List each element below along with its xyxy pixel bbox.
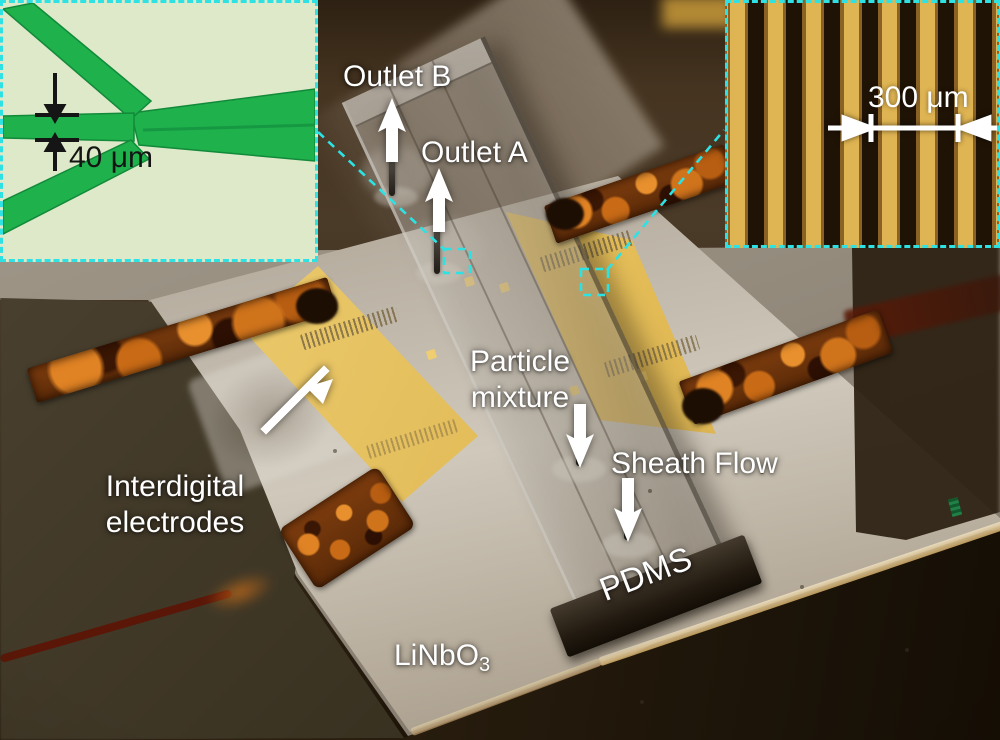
main-channel — [130, 88, 315, 162]
zoom-region-box-electrodes — [579, 267, 610, 297]
inset-connector-line-right — [606, 129, 725, 271]
scale-arrowhead-right — [841, 114, 879, 142]
scale-arrowhead-left — [954, 114, 992, 142]
label-particle-mixture-line2: mixture — [470, 381, 570, 414]
label-linbo3-base: LiNbO — [394, 639, 480, 672]
sheath-flow-arrow — [614, 478, 642, 542]
inset-idt-fingers: 300 μm — [725, 0, 1000, 248]
label-interdigital-electrodes: Interdigital electrodes — [78, 469, 272, 541]
label-outlet-a: Outlet A — [421, 136, 528, 169]
label-linbo3: LiNbO3 — [394, 638, 490, 683]
outlet-b-arrow — [378, 98, 406, 162]
top-inlet-branch — [3, 3, 153, 120]
flow-interface-line — [142, 123, 315, 132]
bottom-inlet-branch — [3, 139, 151, 235]
label-interdigital-line2: electrodes — [105, 506, 245, 539]
label-sheath-flow: Sheath Flow — [611, 447, 778, 480]
channel-junction-drawing — [3, 3, 315, 235]
inset-channel-junction: 40 μm — [0, 0, 318, 262]
label-outlet-b: Outlet B — [343, 60, 452, 93]
idt-scale-drawing — [828, 114, 997, 142]
outlet-a-arrow — [425, 168, 453, 232]
label-particle-mixture-line1: Particle — [469, 345, 571, 378]
zoom-region-box-channel — [442, 247, 472, 275]
middle-inlet-branch — [3, 112, 135, 142]
scale-label-40um: 40 μm — [69, 141, 153, 174]
label-interdigital-line1: Interdigital — [105, 470, 245, 503]
label-particle-mixture: Particle mixture — [452, 344, 588, 416]
scale-label-300um: 300 μm — [868, 81, 969, 114]
background-gold-blur — [662, 0, 734, 28]
label-linbo3-subscript: 3 — [479, 654, 491, 676]
